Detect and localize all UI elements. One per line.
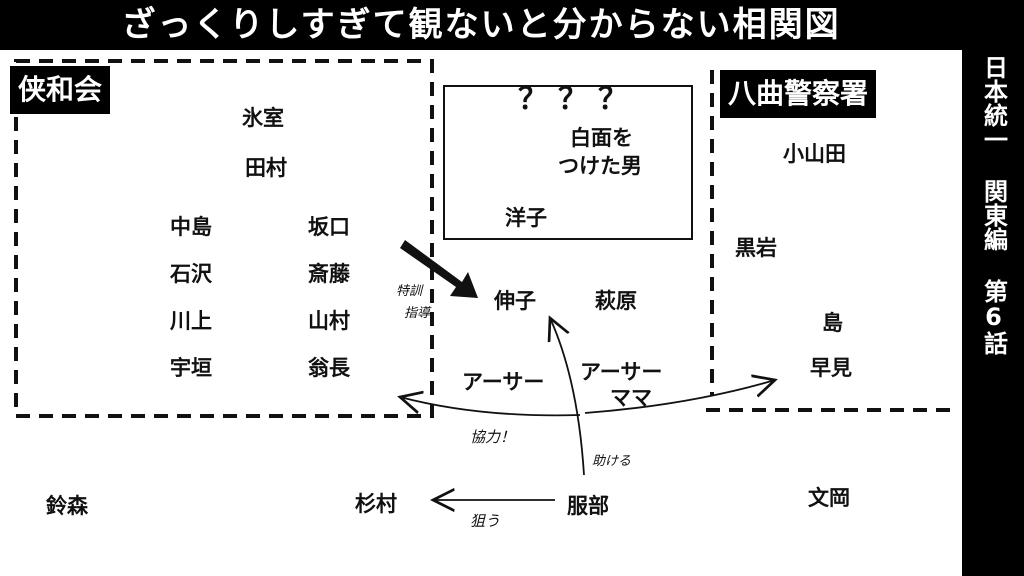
training-arrow (400, 240, 478, 298)
annotation-cooperate: 協力！ (470, 428, 516, 446)
unknown-box (443, 85, 693, 240)
person: 鈴森 (46, 494, 88, 518)
person: 坂口 (308, 215, 350, 239)
police-box (706, 70, 955, 412)
person: 斎藤 (308, 262, 350, 286)
person: 杉村 (355, 492, 397, 516)
annotation-guidance: 指導 (404, 306, 431, 321)
person: 宇垣 (170, 356, 212, 380)
person: 文岡 (808, 486, 850, 510)
person: 白面を (570, 126, 633, 150)
group-label-police: 八曲警察署 (720, 70, 877, 118)
person: 服部 (567, 494, 609, 518)
person: つけた男 (558, 154, 642, 178)
person: 石沢 (170, 262, 212, 286)
person: アーサー (462, 370, 545, 394)
episode-label: 日本統一 関東編 第6話 (979, 55, 1008, 355)
group-label-kyowakai: 侠和会 (10, 66, 111, 114)
cooperate-arrow (400, 397, 581, 417)
person: 中島 (170, 215, 212, 239)
person: アーサー (580, 360, 663, 384)
person: 氷室 (242, 106, 284, 130)
person: 黒岩 (735, 236, 777, 260)
person: 洋子 (505, 206, 547, 230)
annotation-training: 特訓 (396, 284, 423, 299)
annotation-help: 助ける (592, 454, 632, 469)
person: 山村 (308, 309, 350, 333)
person: 翁長 (308, 356, 350, 380)
side-bar (962, 0, 1024, 576)
person: 小山田 (783, 142, 846, 166)
title-bar (0, 0, 962, 50)
kyowakai-box (14, 59, 434, 418)
person: 川上 (170, 309, 212, 333)
person: 島 (822, 311, 843, 335)
person: 伸子 (494, 289, 536, 313)
person: 萩原 (595, 289, 637, 313)
annotation-target: 狙う (470, 512, 501, 530)
cooperate-arrow-right (584, 380, 775, 414)
person: 早見 (810, 356, 852, 380)
help-arrow (550, 318, 585, 476)
person: 田村 (245, 156, 287, 180)
group-label-unknown: ？？？ (518, 82, 638, 117)
diagram-title: ざっくりしすぎて観ないと分からない相関図 (121, 5, 841, 45)
person: ママ (610, 386, 652, 410)
